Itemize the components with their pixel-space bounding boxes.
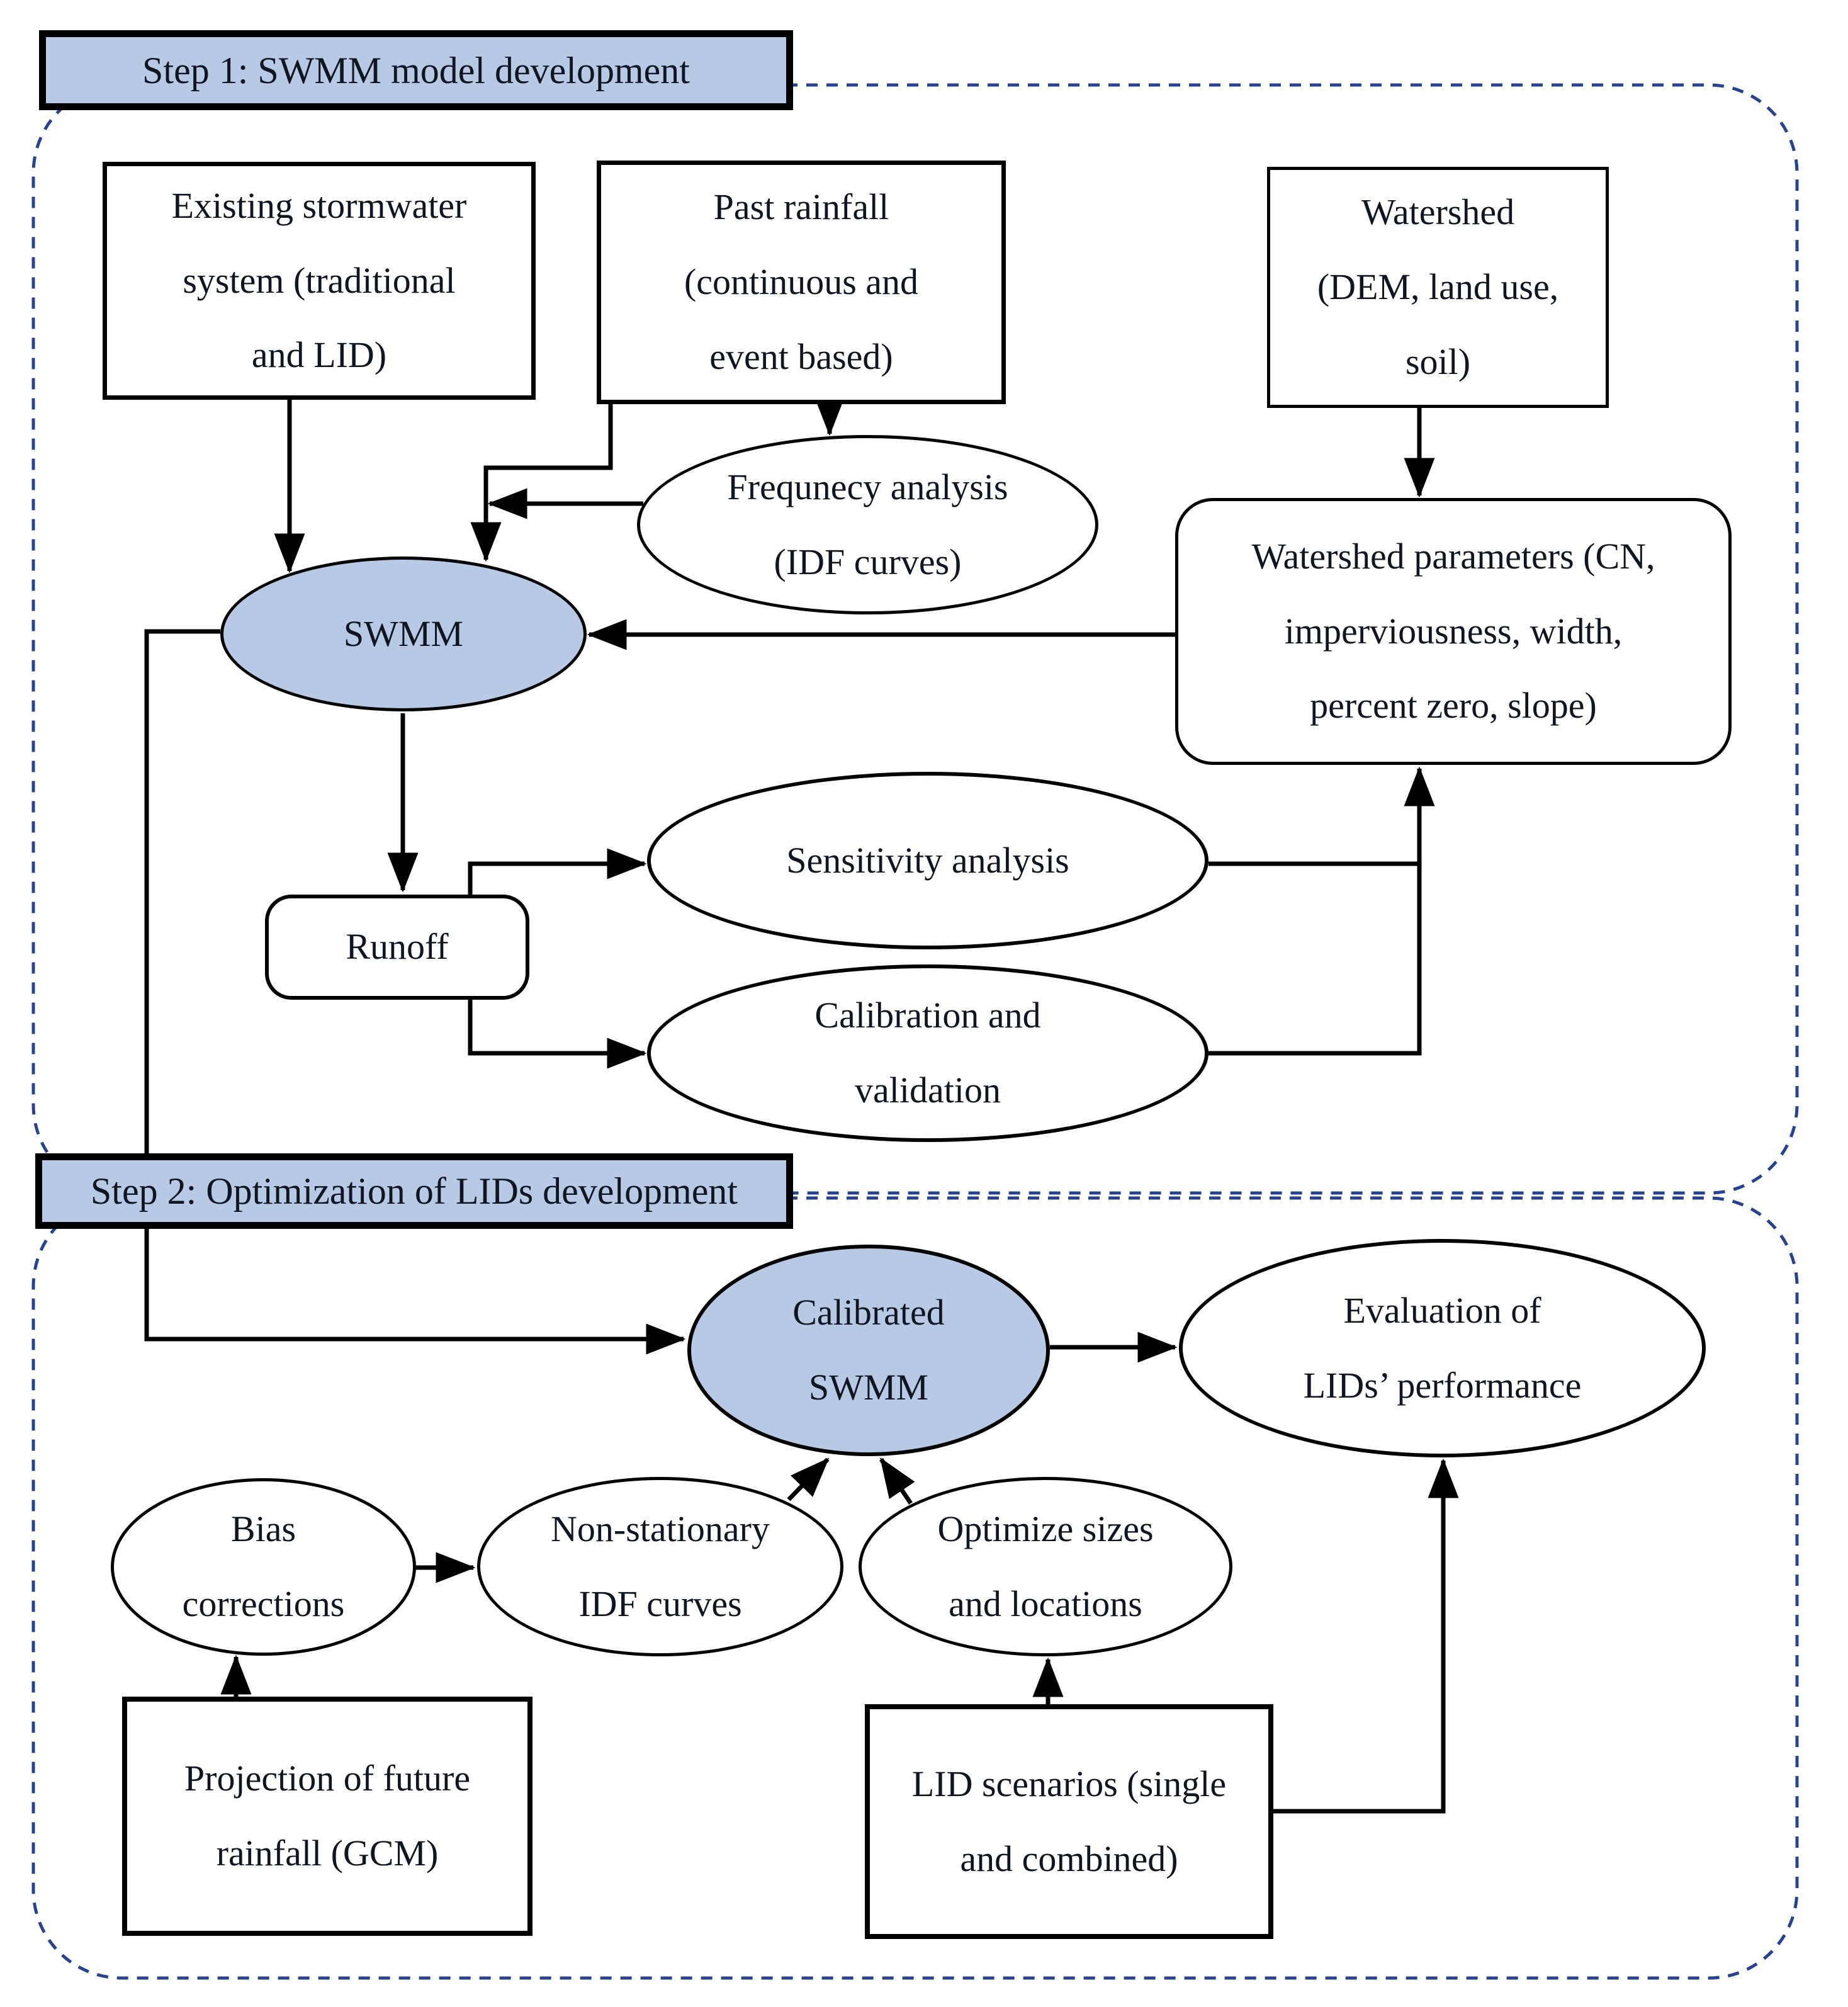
node-past-rainfall: Past rainfall (continuous and event base… <box>597 161 1006 404</box>
step2-title: Step 2: Optimization of LIDs development <box>35 1153 793 1229</box>
arrow-runoff-to-sensitivity <box>468 848 647 895</box>
step1-container-border <box>31 83 1799 1195</box>
node-existing-stormwater: Existing stormwater system (traditional … <box>103 162 536 400</box>
step2-title-label: Step 2: Optimization of LIDs development <box>90 1170 738 1212</box>
ellipse-bias-corrections: Bias corrections <box>111 1478 416 1656</box>
step1-title-label: Step 1: SWMM model development <box>142 49 690 91</box>
arrow-lid-to-evaluation <box>1273 1458 1459 1814</box>
node-runoff: Runoff <box>265 895 529 1000</box>
ellipse-calibration-validation-label: Calibration and validation <box>814 995 1041 1111</box>
ellipse-sensitivity-analysis: Sensitivity analysis <box>647 772 1209 949</box>
node-watershed-parameters: Watershed parameters (CN, imperviousness… <box>1175 498 1732 765</box>
arrow-swmm-to-calibrated-swmm <box>144 629 686 1355</box>
ellipse-optimize-sizes: Optimize sizes and locations <box>859 1477 1232 1656</box>
ellipse-evaluation-performance: Evaluation of LIDs’ performance <box>1179 1239 1706 1457</box>
arrow-optimize-to-calibrated <box>879 1457 915 1505</box>
arrow-nonstationary-to-calibrated <box>787 1457 830 1501</box>
ellipse-frequency-analysis: Frequnecy analysis (IDF curves) <box>637 435 1098 614</box>
node-projection-future-rainfall: Projection of future rainfall (GCM) <box>122 1697 532 1936</box>
arrow-past-rainfall-to-swmm <box>470 404 613 562</box>
arrow-calibration-to-parameters <box>1209 766 1435 1056</box>
node-projection-future-rainfall-label: Projection of future rainfall (GCM) <box>184 1758 471 1874</box>
arrow-runoff-to-calibration <box>468 1000 647 1069</box>
ellipse-calibrated-swmm: Calibrated SWMM <box>687 1245 1050 1456</box>
node-watershed-parameters-label: Watershed parameters (CN, imperviousness… <box>1251 535 1655 726</box>
ellipse-bias-corrections-label: Bias corrections <box>182 1508 345 1624</box>
node-lid-scenarios-label: LID scenarios (single and combined) <box>911 1763 1227 1879</box>
ellipse-swmm: SWMM <box>220 557 587 711</box>
ellipse-swmm-label: SWMM <box>343 613 464 654</box>
ellipse-sensitivity-analysis-label: Sensitivity analysis <box>786 839 1069 881</box>
step2-container-border <box>31 1196 1799 1980</box>
node-past-rainfall-label: Past rainfall (continuous and event base… <box>684 186 919 377</box>
node-watershed: Watershed (DEM, land use, soil) <box>1267 167 1609 408</box>
node-runoff-label: Runoff <box>346 926 449 968</box>
step1-title: Step 1: SWMM model development <box>39 30 793 110</box>
node-lid-scenarios: LID scenarios (single and combined) <box>865 1704 1273 1939</box>
node-existing-stormwater-label: Existing stormwater system (traditional … <box>171 184 467 376</box>
ellipse-evaluation-performance-label: Evaluation of LIDs’ performance <box>1303 1289 1582 1406</box>
ellipse-nonstationary-idf: Non-stationary IDF curves <box>477 1477 843 1656</box>
ellipse-calibrated-swmm-label: Calibrated SWMM <box>792 1292 945 1408</box>
ellipse-optimize-sizes-label: Optimize sizes and locations <box>937 1508 1154 1624</box>
ellipse-nonstationary-idf-label: Non-stationary IDF curves <box>551 1508 770 1624</box>
node-watershed-label: Watershed (DEM, land use, soil) <box>1317 191 1559 382</box>
ellipse-calibration-validation: Calibration and validation <box>647 964 1209 1142</box>
ellipse-frequency-analysis-label: Frequnecy analysis (IDF curves) <box>727 466 1008 582</box>
